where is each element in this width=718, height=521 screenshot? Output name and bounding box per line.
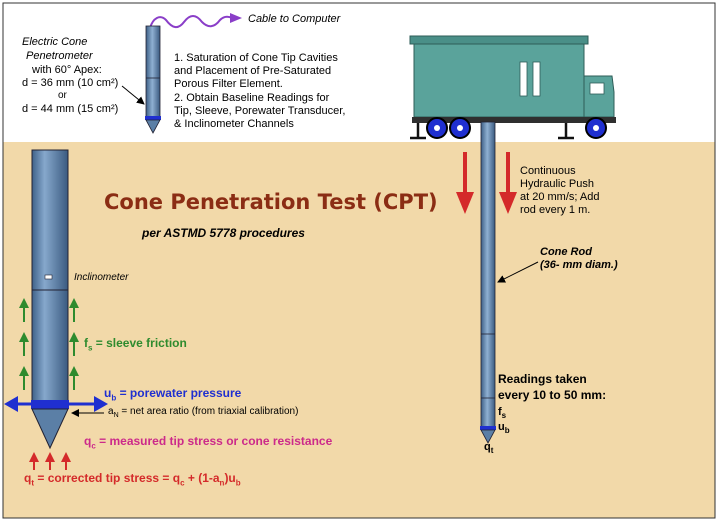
push-line-2: Hydraulic Push: [520, 178, 594, 190]
penetrometer-line-1: Electric Cone: [22, 36, 88, 48]
rod-cone-tip: [480, 429, 496, 444]
readings-label-2: every 10 to 50 mm:: [498, 388, 607, 402]
step-2-line-2: Tip, Sleeve, Porewater Transducer,: [174, 105, 346, 117]
legend-sleeve-friction: fs = sleeve friction: [84, 336, 187, 353]
penetrometer-line-6: d = 44 mm (15 cm²): [22, 103, 119, 115]
push-arrows: [456, 152, 517, 214]
sleeve-friction-arrows: [19, 298, 79, 390]
small-penetrometer-tip: [145, 119, 161, 134]
legend-corrected-tip-stress: qt = corrected tip stress = qc + (1-an)u…: [24, 471, 241, 488]
small-penetrometer-body: [145, 25, 161, 119]
cable-line: [149, 15, 233, 29]
cone-rod-label-2: (36- mm diam.): [540, 259, 618, 271]
rod-filter: [480, 426, 496, 430]
step-2-line-1: 2. Obtain Baseline Readings for: [174, 92, 330, 104]
push-line-3: at 20 mm/s; Add: [520, 191, 600, 203]
cpt-truck: [409, 35, 616, 140]
rod-symbol-ub: ub: [498, 421, 510, 436]
penetrometer-pointer: [121, 85, 145, 105]
legend-tip-stress: qc = measured tip stress or cone resista…: [84, 434, 333, 451]
push-line-4: rod every 1 m.: [520, 204, 591, 216]
step-1-line-2: and Placement of Pre-Saturated: [174, 65, 332, 77]
rod-symbol-fs: fs: [498, 406, 507, 421]
small-penetrometer-filter: [145, 116, 161, 120]
penetrometer-line-2: Penetrometer: [26, 50, 93, 62]
cone-rod-pointer: [497, 261, 539, 283]
big-penetrometer: [31, 149, 69, 450]
rod-symbol-qt: qt: [484, 441, 494, 456]
cone-rod-label-1: Cone Rod: [540, 246, 592, 258]
readings-label-1: Readings taken: [498, 372, 587, 386]
push-line-1: Continuous: [520, 165, 576, 177]
penetrometer-line-3: with 60° Apex:: [32, 64, 102, 76]
cable-arrowhead: [230, 13, 242, 23]
diagram-subtitle: per ASTMD 5778 procedures: [142, 226, 305, 240]
soil-ground: [3, 142, 715, 518]
tip-stress-arrows: [29, 452, 71, 470]
cone-rod: [480, 121, 496, 429]
cable-label: Cable to Computer: [248, 13, 341, 25]
penetrometer-line-4: d = 36 mm (10 cm²): [22, 77, 119, 89]
inclinometer-label: Inclinometer: [74, 272, 129, 283]
step-1-line-3: Porous Filter Element.: [174, 78, 283, 90]
porewater-arrows: [4, 396, 108, 412]
step-2-line-3: & Inclinometer Channels: [174, 118, 294, 130]
legend-porewater: ub = porewater pressure: [104, 386, 242, 403]
diagram-title: Cone Penetration Test (CPT): [104, 190, 438, 214]
penetrometer-line-5: or: [58, 90, 67, 101]
legend-net-area-ratio: aN = net area ratio (from triaxial calib…: [108, 406, 299, 419]
step-1-line-1: 1. Saturation of Cone Tip Cavities: [174, 52, 338, 64]
